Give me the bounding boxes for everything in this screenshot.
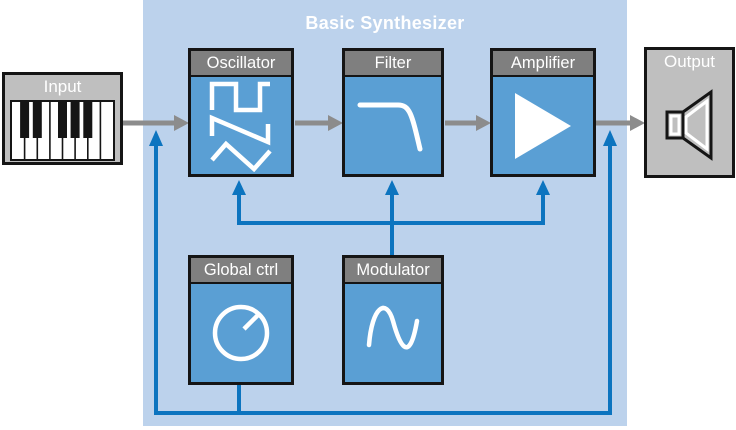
global-ctrl-header: Global ctrl [191, 258, 291, 284]
modulation-arrow-to-oscillator [232, 180, 246, 225]
input-block: Input [2, 72, 123, 165]
signal-arrow-oscillator-to-filter [295, 115, 343, 131]
modulation-arrow-to-filter [385, 180, 399, 259]
amplifier-header: Amplifier [493, 51, 593, 77]
lowpass-curve-icon [345, 77, 441, 174]
diagram-title: Basic Synthesizer [305, 13, 465, 33]
speaker-icon [647, 74, 732, 175]
amplifier-module: Amplifier [490, 48, 596, 177]
global-ctrl-arrow-to-input-line [149, 130, 163, 415]
modulation-arrow-to-amplifier [536, 180, 550, 225]
signal-arrows [122, 115, 645, 131]
play-triangle-icon [493, 77, 593, 174]
control-lines [149, 130, 617, 415]
waveforms-icon [191, 77, 291, 174]
signal-arrow-filter-to-amplifier [445, 115, 491, 131]
global-ctrl-arrow-to-output-line [603, 130, 617, 415]
oscillator-module: Oscillator [188, 48, 294, 177]
filter-header: Filter [345, 51, 441, 77]
modulator-module: Modulator [342, 255, 444, 385]
knob-icon [191, 284, 291, 382]
filter-module: Filter [342, 48, 444, 177]
global-ctrl-module: Global ctrl [188, 255, 294, 385]
output-block: Output [644, 47, 735, 178]
sine-wave-icon [345, 284, 441, 382]
signal-arrow-input-to-oscillator [122, 115, 189, 131]
modulator-header: Modulator [345, 258, 441, 284]
oscillator-header: Oscillator [191, 51, 291, 77]
output-label: Output [663, 52, 716, 71]
piano-keyboard-icon [5, 99, 120, 162]
signal-arrow-amplifier-to-output [596, 115, 645, 131]
input-label: Input [43, 77, 82, 96]
